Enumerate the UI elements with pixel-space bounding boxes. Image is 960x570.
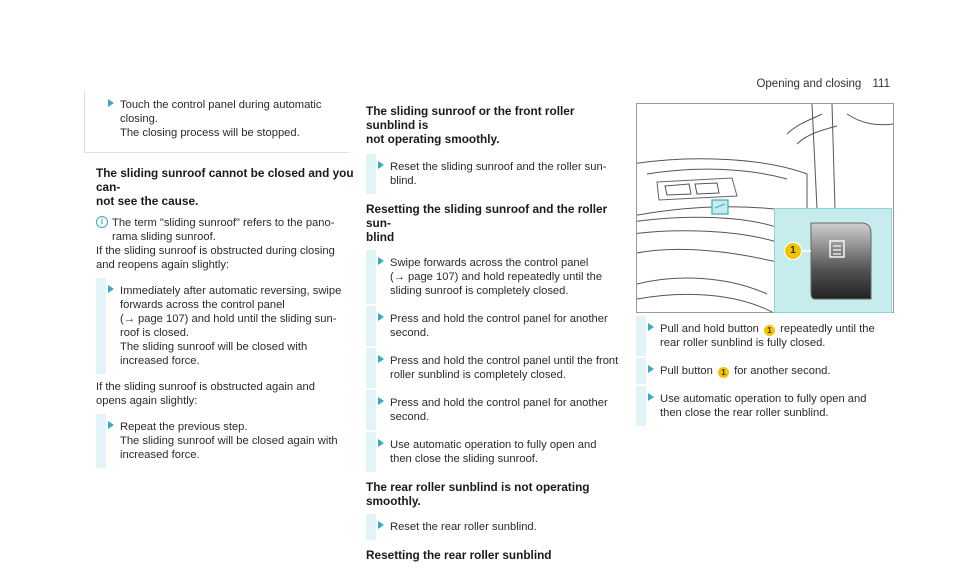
button-badge: 1	[764, 325, 776, 336]
step-arrow-icon	[378, 355, 384, 363]
callout-badge: 1	[784, 242, 802, 260]
step-arrow-icon	[108, 99, 114, 107]
text-line: The closing process will be stopped.	[120, 127, 300, 139]
page-header: Opening and closing 111	[756, 78, 890, 90]
step-reset-rear: Reset the rear roller sunblind.	[366, 514, 626, 540]
text-line: Touch the control panel during automatic	[120, 99, 322, 111]
step-arrow-icon	[648, 365, 654, 373]
page-number: 111	[872, 78, 890, 90]
heading-resetting-both: Resetting the sliding sunroof and the ro…	[366, 202, 608, 244]
section-title: Opening and closing	[756, 78, 862, 90]
control-panel-inset	[774, 208, 892, 313]
step-arrow-icon	[108, 421, 114, 429]
step-pull-hold: Pull and hold button 1 repeatedly until …	[636, 316, 896, 356]
heading-resetting-rear: Resetting the rear roller sunblind	[366, 548, 552, 562]
text-line: closing.	[120, 113, 158, 125]
step-arrow-icon	[378, 521, 384, 529]
paragraph-obstructed: If the sliding sunroof is obstructed dur…	[96, 245, 335, 271]
step-press-hold-2: Press and hold the control panel for ano…	[366, 390, 626, 430]
step-arrow-icon	[378, 313, 384, 321]
step-reset-both: Reset the sliding sunroof and the roller…	[366, 154, 626, 194]
step-box-border	[84, 90, 349, 153]
column-middle: The sliding sunroof or the front roller …	[366, 104, 626, 570]
button-badge: 1	[717, 367, 729, 378]
column-left: Touch the control panel during automatic…	[96, 98, 354, 471]
step-repeat: Repeat the previous step. The sliding su…	[96, 414, 354, 468]
heading-cannot-close: The sliding sunroof cannot be closed and…	[96, 166, 354, 208]
step-arrow-icon	[648, 323, 654, 331]
step-automatic: Use automatic operation to fully open an…	[366, 432, 626, 472]
step-arrow-icon	[378, 161, 384, 169]
step-swipe-forwards: Immediately after automatic reversing, s…	[96, 278, 354, 374]
info-icon: i	[96, 216, 108, 228]
step-arrow-icon	[108, 285, 114, 293]
step-stop-closing: Touch the control panel during automatic…	[96, 98, 354, 140]
step-arrow-icon	[378, 257, 384, 265]
step-pull-again: Pull button 1 for another second.	[636, 358, 896, 384]
step-auto-rear: Use automatic operation to fully open an…	[636, 386, 896, 426]
step-arrow-icon	[648, 393, 654, 401]
column-right: Pull and hold button 1 repeatedly until …	[636, 316, 896, 429]
step-press-hold-1: Press and hold the control panel for ano…	[366, 306, 626, 346]
heading-not-smooth: The sliding sunroof or the front roller …	[366, 104, 575, 146]
step-swipe: Swipe forwards across the control panel …	[366, 250, 626, 304]
control-panel-drawing	[797, 222, 872, 300]
step-press-hold-front: Press and hold the control panel until t…	[366, 348, 626, 388]
heading-rear-not-smooth: The rear roller sunblind is not operatin…	[366, 480, 590, 508]
step-arrow-icon	[378, 397, 384, 405]
step-arrow-icon	[378, 439, 384, 447]
info-note: i The term "sliding sunroof" refers to t…	[96, 216, 354, 244]
paragraph-obstructed-again: If the sliding sunroof is obstructed aga…	[96, 381, 315, 407]
